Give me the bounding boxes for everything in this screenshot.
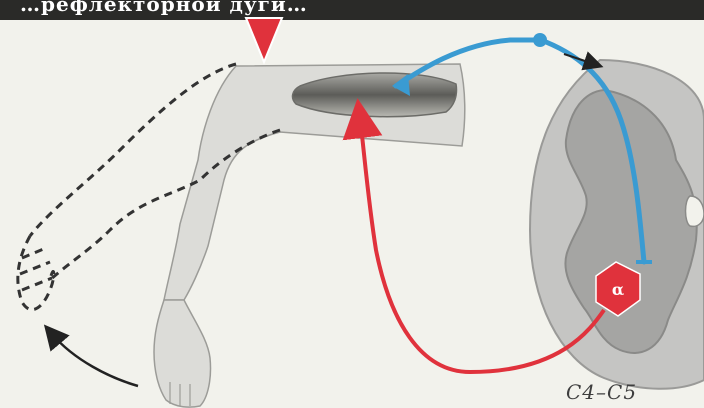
arm bbox=[154, 64, 465, 407]
spinal-segment-label: C4–C5 bbox=[566, 380, 637, 404]
dashed-forearm-bottom bbox=[50, 130, 280, 280]
motion-arrow-icon bbox=[52, 334, 138, 386]
hand bbox=[154, 300, 211, 407]
dashed-fingers bbox=[20, 248, 52, 290]
red-triangle-icon bbox=[246, 18, 282, 62]
motor-neuron-letter: α bbox=[612, 280, 624, 299]
